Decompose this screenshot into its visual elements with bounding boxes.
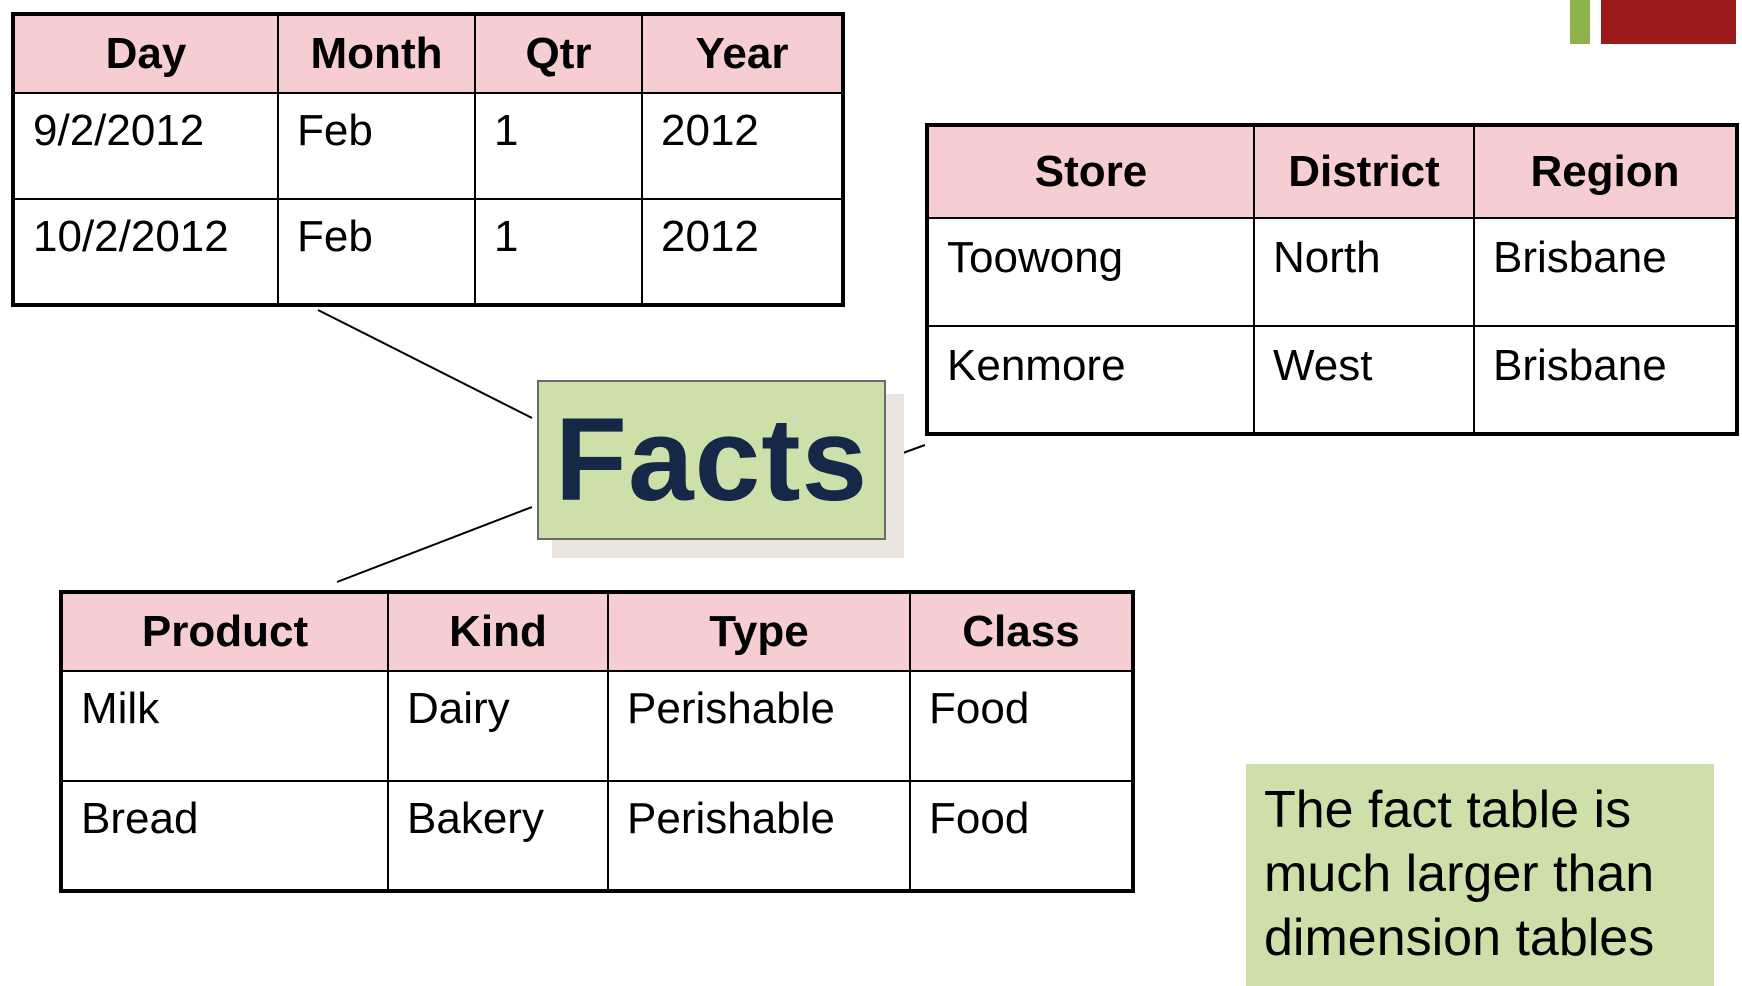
column-header: District <box>1253 124 1475 219</box>
column-header: Type <box>607 591 911 672</box>
store-dimension-table: Store District Region Toowong North Bris… <box>925 123 1739 436</box>
table-row: Kenmore West Brisbane <box>926 325 1738 435</box>
connector-date-to-facts <box>317 309 533 419</box>
note-callout: The fact table is much larger than dimen… <box>1246 764 1714 986</box>
table-row: Bread Bakery Perishable Food <box>60 780 1134 892</box>
column-header: Store <box>926 124 1255 219</box>
column-header: Region <box>1473 124 1738 219</box>
table-row: 10/2/2012 Feb 1 2012 <box>12 198 844 306</box>
table-cell: North <box>1253 217 1475 327</box>
column-header: Year <box>641 13 844 94</box>
table-cell: Milk <box>60 670 389 782</box>
table-header-row: Day Month Qtr Year <box>12 13 844 94</box>
table-cell: Perishable <box>607 780 911 892</box>
table-cell: 1 <box>474 198 643 306</box>
table-header-row: Store District Region <box>926 124 1738 219</box>
table-cell: Food <box>909 670 1134 782</box>
table-header-row: Product Kind Type Class <box>60 591 1134 672</box>
table-cell: West <box>1253 325 1475 435</box>
facts-label: Facts <box>554 394 869 526</box>
table-cell: Bread <box>60 780 389 892</box>
table-cell: Feb <box>277 92 476 200</box>
table-cell: Feb <box>277 198 476 306</box>
table-cell: 1 <box>474 92 643 200</box>
facts-box: Facts <box>537 380 886 540</box>
column-header: Day <box>12 13 279 94</box>
product-dimension-table: Product Kind Type Class Milk Dairy Peris… <box>59 590 1135 893</box>
column-header: Kind <box>387 591 609 672</box>
table-cell: Food <box>909 780 1134 892</box>
column-header: Month <box>277 13 476 94</box>
table-cell: Brisbane <box>1473 325 1738 435</box>
table-cell: 10/2/2012 <box>12 198 279 306</box>
column-header: Product <box>60 591 389 672</box>
table-cell: Brisbane <box>1473 217 1738 327</box>
connector-product-to-facts <box>336 506 533 583</box>
column-header: Class <box>909 591 1134 672</box>
accent-bar-red <box>1601 0 1736 44</box>
table-cell: Bakery <box>387 780 609 892</box>
note-text: The fact table is much larger than dimen… <box>1264 781 1655 967</box>
table-row: 9/2/2012 Feb 1 2012 <box>12 92 844 200</box>
table-cell: Dairy <box>387 670 609 782</box>
table-cell: Toowong <box>926 217 1255 327</box>
table-row: Toowong North Brisbane <box>926 217 1738 327</box>
date-dimension-table: Day Month Qtr Year 9/2/2012 Feb 1 2012 1… <box>11 12 845 307</box>
accent-bar-green <box>1570 0 1590 44</box>
table-cell: 2012 <box>641 92 844 200</box>
column-header: Qtr <box>474 13 643 94</box>
table-cell: Perishable <box>607 670 911 782</box>
table-row: Milk Dairy Perishable Food <box>60 670 1134 782</box>
table-cell: 2012 <box>641 198 844 306</box>
table-cell: 9/2/2012 <box>12 92 279 200</box>
table-cell: Kenmore <box>926 325 1255 435</box>
